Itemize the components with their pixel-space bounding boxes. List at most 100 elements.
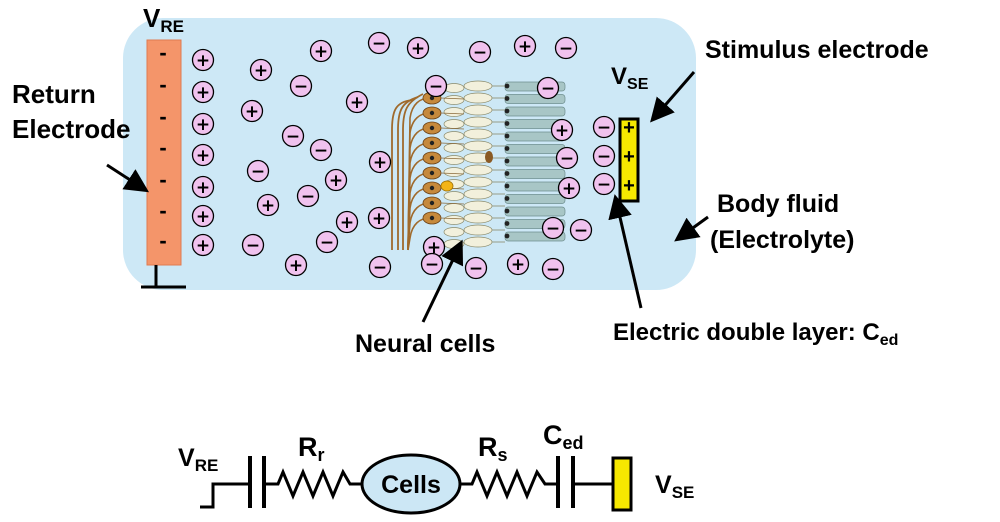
ion-sign: + bbox=[373, 153, 387, 173]
amacrine-cell bbox=[443, 239, 465, 249]
negative-ion: − bbox=[592, 144, 616, 168]
receptor-nucleus bbox=[504, 208, 510, 214]
bipolar-cell bbox=[463, 176, 493, 188]
ion-sign: − bbox=[546, 219, 560, 239]
negative-ion: − bbox=[554, 36, 578, 60]
receptor-segment bbox=[504, 169, 566, 179]
receptor-nucleus bbox=[504, 221, 510, 226]
ion-sign: − bbox=[469, 259, 483, 279]
amacrine-cell bbox=[443, 119, 465, 129]
amacrine-cell bbox=[443, 215, 465, 225]
dendrite bbox=[440, 142, 465, 145]
receptor-segment bbox=[504, 144, 566, 154]
ion-sign: + bbox=[511, 255, 525, 275]
v-se-label: VSE bbox=[611, 63, 649, 93]
ion-sign: − bbox=[560, 149, 574, 169]
ganglion-nucleus bbox=[429, 215, 435, 221]
electrode-minus-sign: - bbox=[159, 104, 166, 129]
ion-sign: + bbox=[196, 146, 210, 166]
ion-circle bbox=[249, 58, 273, 82]
ion-circle bbox=[555, 146, 579, 170]
ion-sign: − bbox=[294, 77, 308, 97]
ion-sign: + bbox=[196, 236, 210, 256]
highlighted-cell bbox=[440, 180, 454, 192]
pigment-cell bbox=[485, 151, 493, 163]
ion-circle bbox=[191, 175, 215, 199]
ion-circle bbox=[541, 257, 565, 281]
negative-ion: − bbox=[289, 74, 313, 98]
positive-ion: + bbox=[191, 233, 215, 257]
receptor-nucleus bbox=[504, 158, 510, 164]
negative-ion: − bbox=[464, 256, 488, 280]
amacrine-cell bbox=[443, 155, 465, 165]
ion-circle bbox=[368, 150, 392, 174]
negative-ion: − bbox=[541, 257, 565, 281]
ion-circle bbox=[281, 124, 305, 148]
negative-ion: − bbox=[246, 159, 270, 183]
body-fluid-label-line2: (Electrolyte) bbox=[710, 226, 854, 254]
positive-ion: + bbox=[345, 90, 369, 114]
ion-circle bbox=[406, 36, 430, 60]
circuit-stimulus-electrode bbox=[611, 456, 633, 512]
ion-circle bbox=[191, 112, 215, 136]
negative-ion: − bbox=[241, 233, 265, 257]
ion-circle bbox=[569, 218, 593, 242]
amacrine-cell bbox=[443, 191, 465, 201]
ion-circle bbox=[246, 159, 270, 183]
ion-sign: + bbox=[196, 115, 210, 135]
positive-ion: + bbox=[191, 143, 215, 167]
ion-circle bbox=[284, 253, 308, 277]
positive-ion: + bbox=[368, 150, 392, 174]
ion-sign: + bbox=[562, 179, 576, 199]
ion-circle bbox=[367, 31, 391, 55]
ion-sign: − bbox=[541, 79, 555, 99]
ion-sign: + bbox=[518, 37, 532, 57]
positive-ion: + bbox=[335, 210, 359, 234]
ion-sign: + bbox=[340, 213, 354, 233]
ion-circle bbox=[309, 39, 333, 63]
ion-sign: − bbox=[546, 260, 560, 280]
arrow-double-layer bbox=[608, 194, 643, 309]
ion-sign: − bbox=[597, 175, 611, 195]
equivalent-circuit: VRE Rr Cells Rs Ced VSE bbox=[178, 420, 694, 515]
double-layer-label: Electric double layer: Ced bbox=[613, 319, 898, 349]
v-re-label: VRE bbox=[143, 3, 184, 36]
negative-ion: − bbox=[541, 216, 565, 240]
circuit-cells-label: Cells bbox=[381, 471, 441, 499]
negative-ion: − bbox=[296, 184, 320, 208]
positive-ion: + bbox=[513, 34, 537, 58]
ion-sign: + bbox=[245, 102, 259, 122]
ion-sign: − bbox=[574, 221, 588, 241]
ion-circle bbox=[335, 210, 359, 234]
body-fluid-label-line1: Body fluid bbox=[717, 190, 839, 218]
stimulus-electrode-signs: +++ bbox=[623, 117, 635, 197]
positive-ion: + bbox=[240, 99, 264, 123]
bipolar-cell bbox=[463, 236, 493, 248]
negative-ion: − bbox=[592, 115, 616, 139]
amacrine-cell bbox=[443, 143, 465, 153]
circuit-v-re-label: VRE bbox=[178, 444, 218, 475]
dendrite bbox=[440, 202, 465, 205]
return-electrode-label-line1: Return bbox=[12, 79, 96, 109]
step-source-wire bbox=[200, 482, 250, 509]
arrow-body-fluid bbox=[674, 215, 709, 242]
bipolar-cell bbox=[463, 80, 493, 92]
receptor-segment bbox=[504, 206, 566, 217]
ion-circle bbox=[424, 74, 448, 98]
positive-ion: + bbox=[284, 253, 308, 277]
ganglion-nucleus bbox=[429, 95, 435, 101]
arrow-stimulus-electrode bbox=[650, 71, 696, 123]
ion-circle bbox=[468, 40, 492, 64]
positive-ion: + bbox=[367, 206, 391, 230]
ion-circle bbox=[513, 34, 537, 58]
electrode-plus-sign: + bbox=[623, 117, 635, 139]
electrode-minus-sign: - bbox=[159, 167, 166, 192]
negative-ion: − bbox=[420, 252, 444, 276]
ion-sign: − bbox=[373, 258, 387, 278]
negative-ion: − bbox=[315, 230, 339, 254]
ions: +++++++++−+−+−−++−−−−+−++−++−−++−−−+−+−+… bbox=[191, 31, 616, 281]
ion-circle bbox=[191, 233, 215, 257]
amacrine-cell bbox=[443, 95, 465, 105]
negative-ion: − bbox=[368, 255, 392, 279]
ion-circle bbox=[592, 115, 616, 139]
